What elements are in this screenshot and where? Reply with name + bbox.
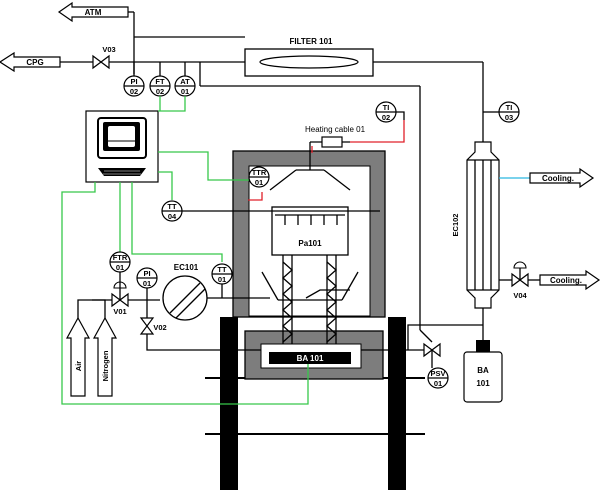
instrument-tt04: TT 04 <box>161 200 183 222</box>
ec101-label: EC101 <box>174 263 199 272</box>
bath-ba101: BA 101 <box>269 352 351 364</box>
svg-text:02: 02 <box>156 87 164 96</box>
filter-label: FILTER 101 <box>290 37 334 46</box>
nitrogen-inlet: Nitrogen <box>92 316 118 397</box>
instrument-pi01: PI 01 <box>136 267 158 289</box>
cpg-label: CPG <box>26 58 43 67</box>
instrument-ftr01: FTR 01 <box>109 251 131 273</box>
instrument-ti02: TI 02 <box>375 101 397 123</box>
furnace-hood <box>269 153 351 191</box>
v03-label: V03 <box>102 45 115 54</box>
instrument-ft02: FT 02 <box>149 75 171 97</box>
svg-text:04: 04 <box>168 212 177 221</box>
svg-text:TT: TT <box>217 265 227 274</box>
atm-outlet: ATM <box>57 1 129 23</box>
svg-text:02: 02 <box>382 113 390 122</box>
instrument-ti03: TI 03 <box>498 101 520 123</box>
reactor-vessel: Pa101 <box>271 206 349 256</box>
svg-text:01: 01 <box>255 178 263 187</box>
v02-label: V02 <box>153 323 166 332</box>
svg-text:TTR: TTR <box>252 168 267 177</box>
svg-text:01: 01 <box>181 87 189 96</box>
atm-label: ATM <box>85 8 102 17</box>
svg-text:01: 01 <box>218 275 226 284</box>
v01-label: V01 <box>113 307 126 316</box>
svg-text:02: 02 <box>130 87 138 96</box>
valve-v02: V02 <box>139 317 167 335</box>
svg-text:TI: TI <box>383 103 390 112</box>
svg-text:101: 101 <box>476 379 490 388</box>
svg-text:AT: AT <box>180 77 190 86</box>
reactor-shafts <box>261 255 359 344</box>
svg-text:TT: TT <box>167 202 177 211</box>
heat-exchanger-ec101: EC101 <box>162 263 208 321</box>
valve-psv01: PSV 01 <box>423 342 449 389</box>
svg-text:PSV: PSV <box>430 369 445 378</box>
svg-text:FT: FT <box>155 77 165 86</box>
heating-cable: Heating cable 01 <box>305 125 366 153</box>
cooling-2-label: Cooling. <box>550 276 582 285</box>
valve-v04: V04 <box>511 261 529 300</box>
instrument-at01: AT 01 <box>174 75 196 97</box>
svg-text:Air: Air <box>74 361 83 372</box>
cooling-outlet-1: Cooling. <box>529 167 595 189</box>
condenser-label: EC102 <box>451 214 460 237</box>
instrument-ttr01: TTR 01 <box>248 166 270 188</box>
cooling-outlet-2: Cooling. <box>539 269 601 291</box>
instrument-tt01: TT 01 <box>211 263 233 285</box>
condenser-ec102: EC102 <box>451 141 500 309</box>
cooling-1-label: Cooling. <box>542 174 574 183</box>
svg-text:PI: PI <box>130 77 137 86</box>
support-structure <box>205 317 425 490</box>
air-inlet: Air <box>65 316 91 397</box>
bottle-ba101: BA 101 <box>463 340 503 403</box>
valve-v01: V01 <box>111 281 129 316</box>
cpg-outlet: CPG <box>0 51 61 73</box>
svg-text:PI: PI <box>143 269 150 278</box>
instrument-pi02: PI 02 <box>123 75 145 97</box>
filter-101: FILTER 101 <box>244 37 374 77</box>
svg-text:01: 01 <box>143 279 151 288</box>
svg-text:FTR: FTR <box>113 253 128 262</box>
svg-text:BA: BA <box>477 366 489 375</box>
reactor-label: Pa101 <box>298 239 322 248</box>
computer-terminal <box>85 110 159 183</box>
valve-v03: V03 <box>92 45 116 70</box>
svg-text:03: 03 <box>505 113 513 122</box>
svg-text:Nitrogen: Nitrogen <box>101 350 110 381</box>
bath-label: BA 101 <box>297 354 324 363</box>
heating-cable-label: Heating cable 01 <box>305 125 366 134</box>
svg-text:01: 01 <box>116 263 124 272</box>
svg-text:01: 01 <box>434 379 442 388</box>
v04-label: V04 <box>513 291 527 300</box>
svg-text:TI: TI <box>506 103 513 112</box>
signal-lines <box>61 96 309 405</box>
